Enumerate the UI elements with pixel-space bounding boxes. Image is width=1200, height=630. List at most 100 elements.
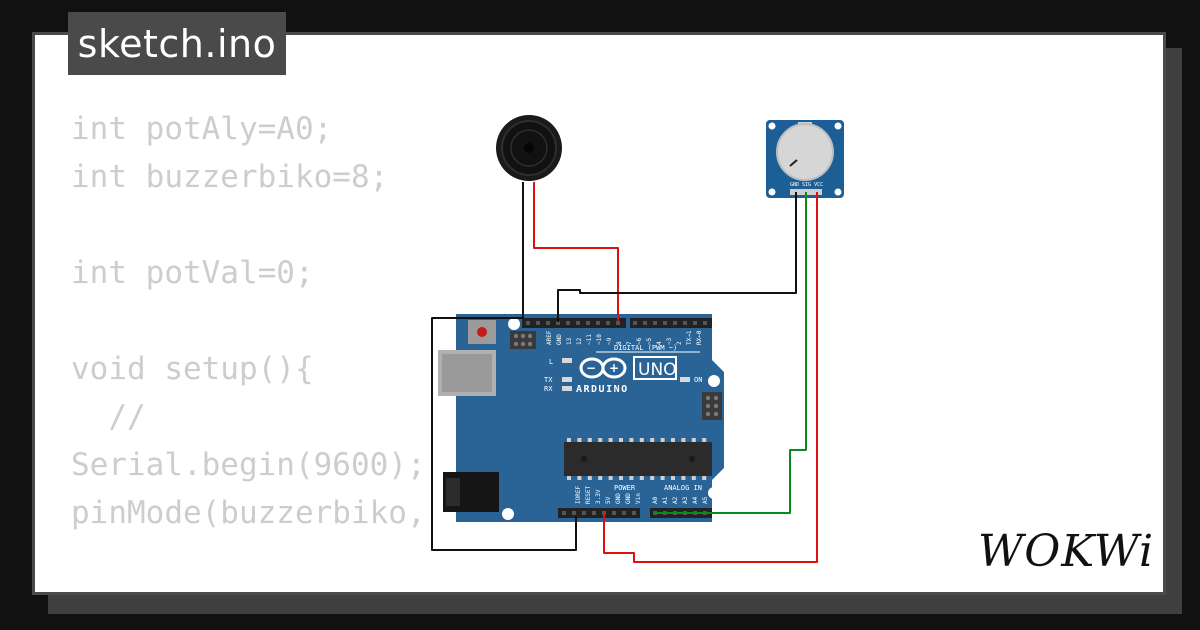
chip-pin bbox=[619, 438, 623, 442]
header-pin[interactable] bbox=[572, 511, 576, 515]
code-line: pinMode(potAly, INPUT); bbox=[71, 585, 500, 592]
on-led bbox=[680, 377, 690, 382]
header-pin[interactable] bbox=[586, 321, 590, 325]
code-line: int buzzerbiko=8; bbox=[71, 159, 389, 195]
header-pin[interactable] bbox=[546, 321, 550, 325]
potentiometer[interactable]: GND SIG VCC bbox=[766, 120, 844, 198]
pin-label: ~10 bbox=[596, 334, 603, 345]
header-pin[interactable] bbox=[536, 321, 540, 325]
chip-pin bbox=[702, 476, 707, 480]
header-pin[interactable] bbox=[582, 511, 586, 515]
wires bbox=[431, 182, 818, 563]
pin-label: A0 bbox=[652, 496, 659, 504]
pin-label: GND bbox=[615, 493, 622, 504]
code-line: int potAly=A0; bbox=[71, 111, 333, 147]
pin-label: 8 bbox=[616, 341, 623, 345]
power-label: POWER bbox=[614, 484, 636, 492]
potentiometer-pin-labels: GND SIG VCC bbox=[790, 182, 823, 188]
pin-label: AREF bbox=[546, 330, 553, 345]
chip-pin bbox=[567, 438, 571, 442]
header-pin[interactable] bbox=[693, 321, 697, 325]
header-pin[interactable] bbox=[673, 321, 677, 325]
chip-pin bbox=[660, 476, 665, 480]
code-line: int potVal=0; bbox=[71, 255, 314, 291]
l-led bbox=[562, 358, 572, 363]
arduino-brand-label: ARDUINO bbox=[576, 384, 629, 395]
pin-label: 3.3V bbox=[595, 489, 602, 504]
pin-label: A2 bbox=[672, 496, 679, 504]
chip-pin bbox=[598, 438, 603, 442]
pin-label: ~9 bbox=[606, 337, 613, 345]
pin-label: RESET bbox=[585, 486, 592, 504]
chip-pin bbox=[691, 476, 696, 480]
chip-pin bbox=[650, 476, 655, 480]
header-pin[interactable] bbox=[622, 511, 626, 515]
pin-label: A1 bbox=[662, 496, 669, 504]
pin-label: TX→1 bbox=[686, 330, 693, 345]
pin-label: GND bbox=[625, 493, 632, 504]
header-pin[interactable] bbox=[576, 321, 580, 325]
header-pin[interactable] bbox=[703, 321, 707, 325]
header-pin[interactable] bbox=[596, 321, 600, 325]
pin-label: GND bbox=[556, 334, 563, 345]
header-pin[interactable] bbox=[653, 321, 657, 325]
chip-pin bbox=[702, 438, 707, 442]
chip-pin bbox=[639, 476, 644, 480]
header-pin[interactable] bbox=[592, 511, 596, 515]
chip-pin bbox=[629, 476, 634, 480]
potentiometer-knob[interactable] bbox=[776, 123, 834, 181]
analog-in-label: ANALOG IN bbox=[664, 484, 702, 492]
pin-label: 12 bbox=[576, 337, 583, 345]
code-preview: int potAly=A0; int buzzerbiko=8; int potVa… bbox=[71, 105, 500, 592]
code-line: void setup(){ bbox=[71, 351, 314, 387]
code-line: pinMode(buzzerbiko, bbox=[71, 495, 426, 531]
chip-pin bbox=[681, 476, 686, 480]
pin-label: ~11 bbox=[586, 334, 593, 345]
header-pin[interactable] bbox=[663, 321, 667, 325]
header-pin[interactable] bbox=[556, 321, 560, 325]
chip-pin bbox=[629, 438, 634, 442]
pin-label: 13 bbox=[566, 337, 573, 345]
pin-label: Vin bbox=[635, 493, 642, 504]
on-led-label: ON bbox=[694, 376, 702, 384]
header-pin[interactable] bbox=[562, 511, 566, 515]
file-tab-title: sketch.ino bbox=[68, 12, 286, 75]
power-header bbox=[558, 508, 640, 518]
header-pin[interactable] bbox=[612, 511, 616, 515]
chip-pin bbox=[598, 476, 603, 480]
uno-model-label: UNO bbox=[638, 360, 677, 380]
wire-buzzer-gnd bbox=[431, 182, 577, 551]
header-pin[interactable] bbox=[606, 321, 610, 325]
arduino-logo-icon bbox=[579, 357, 627, 379]
chip-pin bbox=[691, 438, 696, 442]
pin-label: IOREF bbox=[575, 486, 582, 504]
chip-pin bbox=[671, 438, 675, 442]
chip-pin bbox=[671, 476, 675, 480]
code-line: Serial.begin(9600); bbox=[71, 447, 426, 483]
digital-header-right bbox=[630, 318, 712, 328]
piezo-buzzer[interactable] bbox=[496, 115, 562, 181]
header-pin[interactable] bbox=[633, 321, 637, 325]
wire-pot-gnd bbox=[557, 192, 797, 322]
header-pin[interactable] bbox=[643, 321, 647, 325]
arduino-uno-board[interactable]: − + ARDUINO UNO DIGITAL (PWM ~) L TX RX … bbox=[438, 314, 724, 522]
header-pin[interactable] bbox=[683, 321, 687, 325]
header-pin[interactable] bbox=[566, 321, 570, 325]
pin-label: RX←0 bbox=[696, 330, 703, 345]
digital-header-left bbox=[522, 318, 626, 328]
header-pin[interactable] bbox=[632, 511, 636, 515]
wokwi-logo-text: WOKWi bbox=[978, 526, 1154, 577]
header-pin[interactable] bbox=[616, 321, 620, 325]
pin-label: A3 bbox=[682, 496, 689, 504]
rx-led-label: RX bbox=[544, 385, 553, 393]
header-pin[interactable] bbox=[526, 321, 530, 325]
tx-led bbox=[562, 377, 572, 382]
wokwi-logo: WOKWi bbox=[978, 526, 1154, 577]
tx-led-label: TX bbox=[544, 376, 553, 384]
pin-label: 7 bbox=[626, 341, 633, 345]
chip-pin bbox=[639, 438, 644, 442]
atmega-chip bbox=[564, 442, 712, 476]
pin-label: A4 bbox=[692, 496, 699, 504]
svg-text:−: − bbox=[586, 361, 596, 375]
